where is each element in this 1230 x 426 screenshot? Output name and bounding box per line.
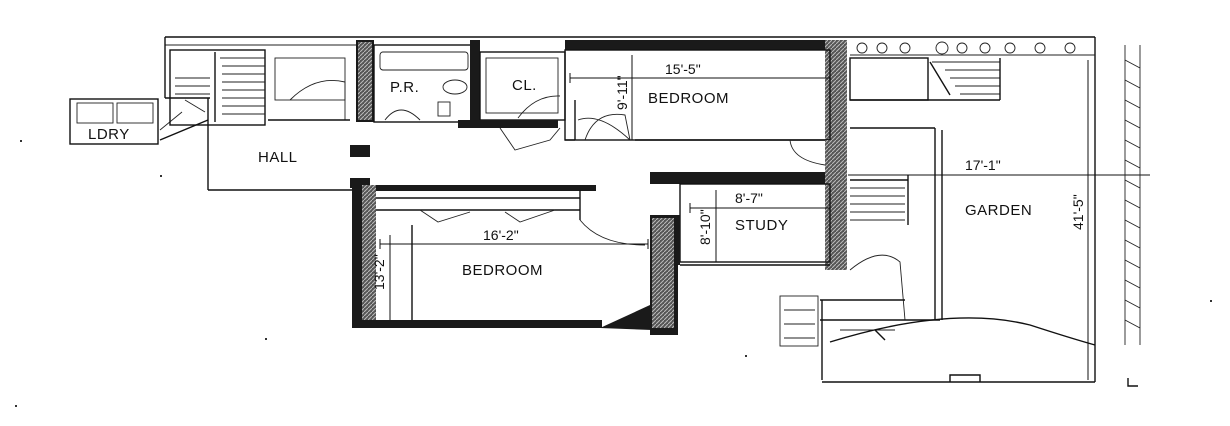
bedroom-top-label: BEDROOM [648, 90, 729, 107]
study-width: 8'-7" [735, 190, 763, 206]
hall-label: HALL [258, 149, 298, 166]
bedroom-top: 15'-5" 9'-11" BEDROOM [564, 40, 847, 141]
hall-doors [350, 100, 631, 188]
rear-stairs [849, 57, 1001, 101]
study-label: STUDY [735, 217, 788, 234]
closet-label: CL. [512, 77, 537, 94]
study-depth: 8'-10" [697, 209, 713, 245]
garden-label: GARDEN [965, 202, 1032, 219]
garden-area: 17'-1" 41'-5" GARDEN [779, 60, 1150, 383]
exterior-walls [159, 36, 1095, 191]
bedroom-top-width: 15'-5" [665, 61, 701, 77]
bedroom-top-depth: 9'-11" [614, 75, 630, 110]
closet: CL. [470, 40, 566, 121]
property-line [1124, 45, 1141, 387]
shrub-row [850, 37, 1096, 62]
stairs-left [169, 49, 266, 126]
laundry-room: LDRY [69, 98, 183, 145]
bedroom-bottom-label: BEDROOM [462, 262, 543, 279]
powder-room-label: P.R. [390, 79, 419, 96]
garden-width: 17'-1" [965, 157, 1001, 173]
scan-specks [15, 140, 1212, 407]
bedroom-bottom-depth: 13'-2" [371, 254, 387, 290]
garden-depth: 41'-5" [1070, 194, 1086, 230]
study: 8'-7" 8'-10" STUDY [650, 139, 847, 270]
bedroom-bottom: 16'-2" 13'-2" BEDROOM [352, 185, 678, 335]
hall-closet [268, 57, 350, 121]
bedroom-bottom-width: 16'-2" [483, 227, 519, 243]
laundry-label: LDRY [88, 126, 130, 143]
powder-room: P.R. [356, 40, 475, 123]
